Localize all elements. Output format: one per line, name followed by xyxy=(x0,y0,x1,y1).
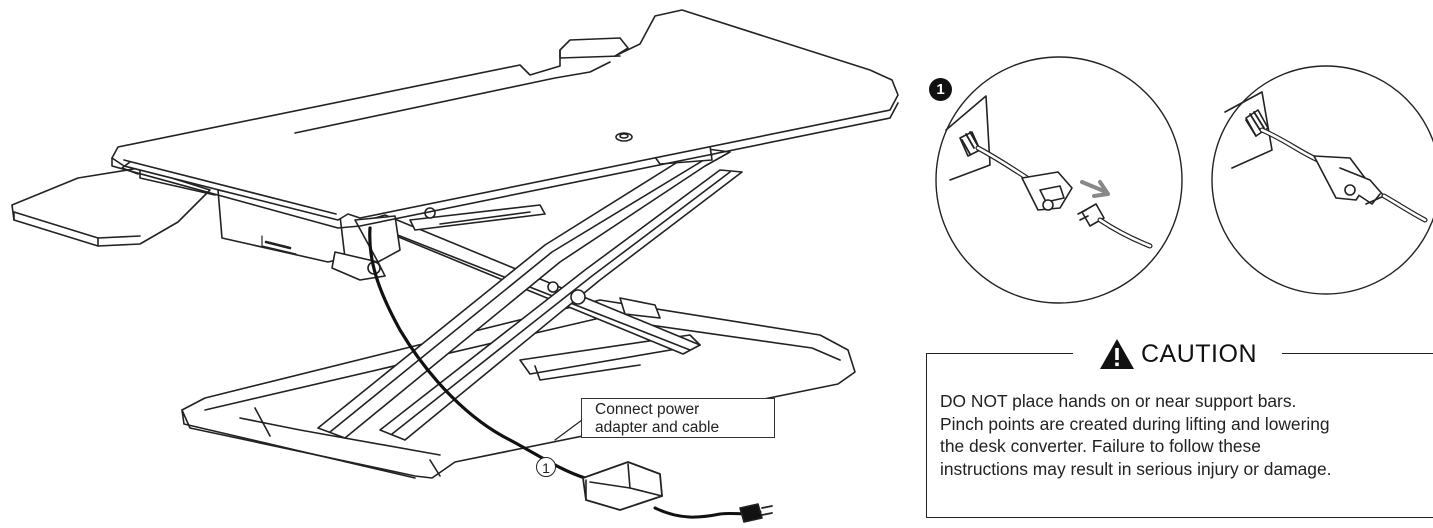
detail-view-right xyxy=(1211,65,1433,295)
step-marker-1-filled: 1 xyxy=(929,78,952,101)
detail-view-left xyxy=(935,56,1183,304)
step-marker-1-outline: 1 xyxy=(536,457,556,477)
caution-line: instructions may result in serious injur… xyxy=(940,458,1332,479)
caution-heading: CAUTION xyxy=(1080,336,1276,372)
caution-line: DO NOT place hands on or near support ba… xyxy=(940,391,1297,411)
caution-text: DO NOT place hands on or near support ba… xyxy=(940,390,1430,480)
caution-box xyxy=(926,353,1433,518)
caution-top-rule-right xyxy=(1282,353,1433,354)
connect-power-callout: Connect power adapter and cable xyxy=(581,398,775,438)
caution-top-rule-left xyxy=(926,353,1073,354)
callout-leader xyxy=(554,419,583,441)
motor-housing xyxy=(217,145,713,281)
callout-line-1: Connect power xyxy=(595,401,700,418)
caution-line: the desk converter. Failure to follow th… xyxy=(940,436,1261,456)
warning-triangle-icon xyxy=(1100,339,1134,369)
keyboard-tray xyxy=(11,167,216,247)
callout-line-2: adapter and cable xyxy=(595,419,720,436)
desk-top xyxy=(111,9,899,229)
caution-line: Pinch points are created during lifting … xyxy=(940,413,1330,434)
caution-title: CAUTION xyxy=(1141,339,1257,368)
